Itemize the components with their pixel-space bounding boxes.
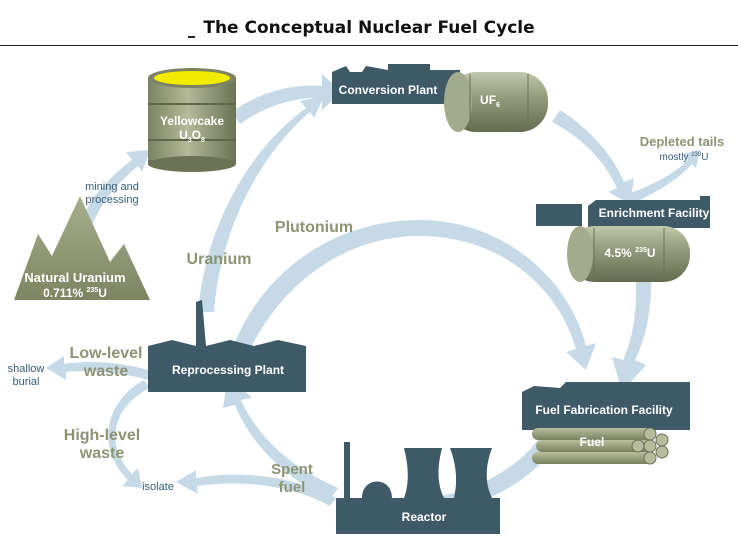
depleted-tails-label: Depleted tails bbox=[640, 134, 725, 149]
title-mark bbox=[188, 36, 195, 38]
reactor-label: Reactor bbox=[402, 510, 447, 524]
fuel-rods bbox=[532, 427, 669, 465]
uf6-tank bbox=[444, 72, 548, 132]
depleted-tails-sub: mostly 238U bbox=[660, 152, 709, 163]
conversion-plant-label: Conversion Plant bbox=[339, 83, 438, 97]
natural-uranium-assay: 0.711% 235U bbox=[43, 286, 107, 300]
reactor-building bbox=[336, 442, 500, 534]
high-level-arrow bbox=[108, 380, 150, 488]
natural-uranium-mountain bbox=[14, 196, 150, 300]
plutonium-label: Plutonium bbox=[275, 219, 353, 236]
yellowcake-drum bbox=[148, 68, 236, 172]
reprocessing-plant-building bbox=[148, 300, 306, 392]
uf6-label: UF6 bbox=[480, 93, 500, 109]
reprocessing-plant-label: Reprocessing Plant bbox=[172, 363, 284, 377]
shallow-burial-line2: burial bbox=[13, 376, 40, 388]
low-level-waste-line2: waste bbox=[83, 363, 129, 380]
enrichment-assay: 4.5% 235U bbox=[604, 246, 655, 260]
depleted-tails-arrow bbox=[622, 150, 700, 206]
enrichment-facility-label: Enrichment Facility bbox=[599, 206, 710, 220]
conversion-plant-building bbox=[332, 64, 460, 104]
fuel-label: Fuel bbox=[580, 435, 605, 449]
enrichment-facility-building bbox=[536, 196, 710, 228]
isolate-arrow bbox=[176, 470, 336, 506]
mining-arrow bbox=[78, 150, 150, 232]
uranium-label: Uranium bbox=[187, 251, 252, 268]
conversion-to-enrichment-arrow bbox=[552, 110, 634, 204]
high-level-waste-line1: High-level bbox=[64, 427, 140, 444]
low-level-arrow bbox=[46, 356, 148, 380]
low-level-waste-line1: Low-level bbox=[70, 345, 143, 362]
natural-uranium-label: Natural Uranium bbox=[24, 270, 125, 285]
plutonium-arrow bbox=[232, 219, 596, 370]
fuel-fabrication-building bbox=[522, 382, 690, 430]
fuel-fabrication-label: Fuel Fabrication Facility bbox=[535, 403, 673, 417]
isolate-label: isolate bbox=[142, 481, 174, 493]
mining-label-line1: mining and bbox=[85, 181, 139, 193]
yellowcake-label: Yellowcake bbox=[160, 114, 224, 128]
yellowcake-formula: U3O8 bbox=[179, 128, 205, 144]
high-level-waste-line2: waste bbox=[79, 445, 125, 462]
spent-fuel-label-line1: Spent bbox=[271, 461, 313, 478]
spent-fuel-label-line2: fuel bbox=[279, 479, 306, 496]
yellowcake-fill bbox=[154, 71, 230, 85]
diagram-title: The Conceptual Nuclear Fuel Cycle bbox=[203, 18, 535, 38]
uranium-arrow bbox=[198, 96, 324, 312]
yellowcake-to-conversion-arrow bbox=[232, 74, 342, 124]
mining-label-line2: processing bbox=[85, 194, 138, 206]
title-rule bbox=[0, 45, 738, 46]
enrichment-tank bbox=[567, 226, 690, 282]
shallow-burial-line1: shallow bbox=[8, 363, 45, 375]
